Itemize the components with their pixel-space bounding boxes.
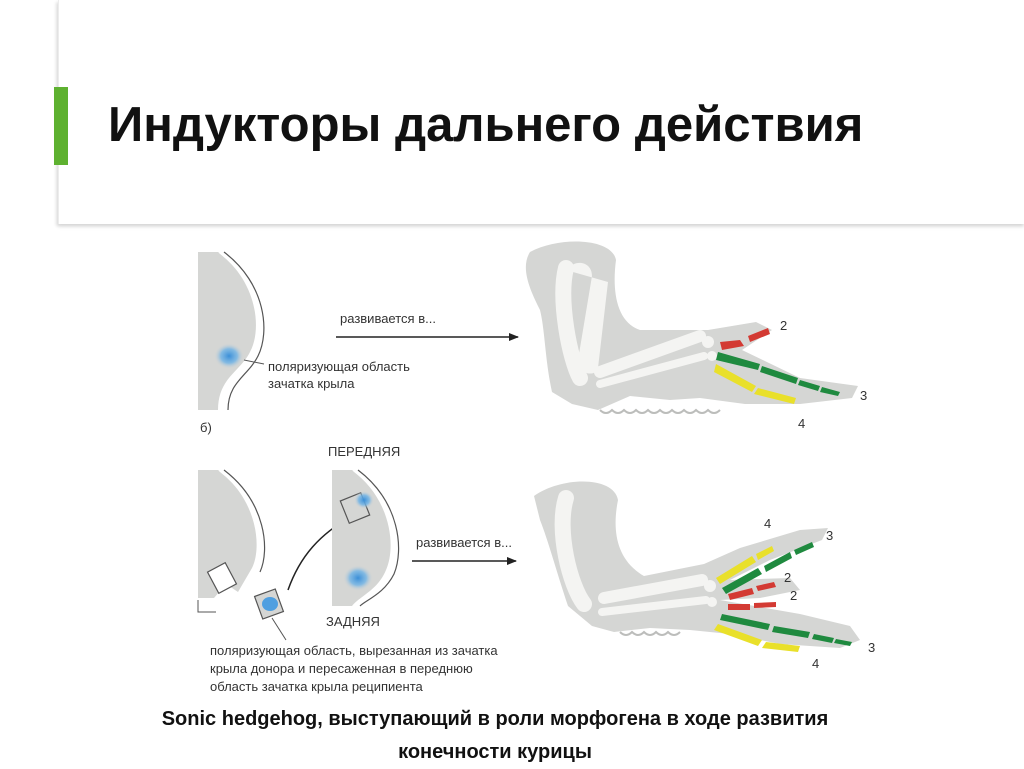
top-wing-bud [198, 252, 264, 410]
excised-polarizing-graft [255, 589, 284, 619]
posterior-polarizing-spot [343, 565, 373, 591]
top-arrow-label: развивается в... [340, 311, 436, 326]
recipient-wing-bud [332, 470, 399, 606]
top-digit-2-label: 2 [780, 318, 787, 333]
lower-digit-3-label: 3 [868, 640, 875, 655]
panel-b-label: б) [200, 420, 212, 435]
anterior-label: ПЕРЕДНЯЯ [328, 444, 400, 459]
upper-digit-3-label: 3 [826, 528, 833, 543]
region-label-line1: поляризующая область [268, 359, 410, 374]
graft-leader-line [272, 618, 286, 640]
top-normal-wing [526, 242, 858, 413]
figure-caption: Sonic hedgehog, выступающий в роли морфо… [0, 703, 990, 769]
caption-line1: Sonic hedgehog, выступающий в роли морфо… [0, 703, 990, 736]
region-label-line2: зачатка крыла [268, 376, 355, 391]
graft-label-line2: крыла донора и пересаженная в переднюю [210, 661, 473, 676]
lower-digit-2-label: 2 [790, 588, 797, 603]
polarizing-zone-spot [214, 343, 244, 369]
top-digit-4-label: 4 [798, 416, 805, 431]
bottom-arrow-label: развивается в... [416, 535, 512, 550]
upper-digit-2-label: 2 [784, 570, 791, 585]
graft-label-line3: область зачатка крыла реципиента [210, 679, 424, 694]
posterior-label: ЗАДНЯЯ [326, 614, 380, 629]
lower-digit-2-bone [728, 604, 750, 610]
upper-digit-4-label: 4 [764, 516, 771, 531]
bottom-mirror-wing [534, 481, 860, 652]
graft-label-line1: поляризующая область, вырезанная из зача… [210, 643, 498, 658]
donor-wing-bud [198, 470, 265, 612]
caption-line2: конечности курицы [0, 736, 990, 769]
top-digit-3-label: 3 [860, 388, 867, 403]
lower-digit-4-label: 4 [812, 656, 819, 671]
anterior-polarizing-spot [354, 491, 374, 509]
